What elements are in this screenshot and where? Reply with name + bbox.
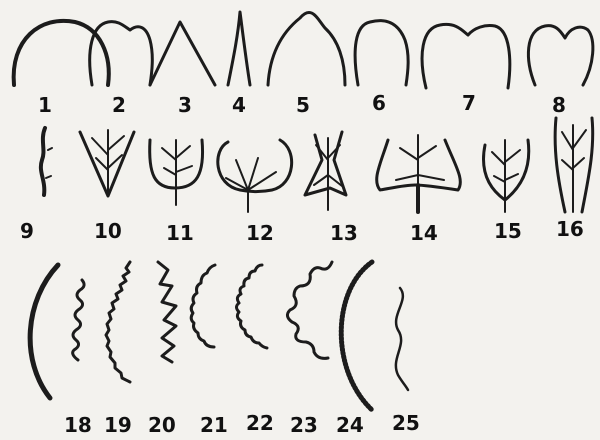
- margin-label-21: 21: [200, 413, 228, 437]
- base-shape-16: [555, 118, 593, 212]
- leaf-margins-row: [30, 262, 408, 410]
- margin-label-22: 22: [246, 411, 274, 435]
- leaf-bases-row: [41, 118, 593, 212]
- tip-shape-4: [228, 12, 250, 85]
- tip-shape-3: [150, 22, 215, 85]
- tip-shape-8: [528, 26, 592, 85]
- leaf-tips-row: [14, 12, 593, 88]
- margin-label-23: 23: [290, 413, 318, 437]
- tip-shape-6: [355, 21, 408, 85]
- base-label-13: 13: [330, 221, 358, 245]
- base-shape-15: [484, 140, 529, 212]
- base-shape-13: [305, 132, 346, 210]
- base-shape-11: [150, 140, 203, 205]
- margin-shape-17: [30, 265, 58, 398]
- tip-label-3: 3: [178, 93, 192, 117]
- margin-shape-23: [287, 262, 332, 358]
- margin-shape-18: [73, 280, 84, 360]
- margin-shape-19: [106, 262, 130, 382]
- tip-label-8: 8: [552, 93, 566, 117]
- margin-label-18: 18: [64, 413, 92, 437]
- base-label-15: 15: [494, 219, 522, 243]
- margin-shape-21: [191, 265, 215, 347]
- base-label-16: 16: [556, 217, 584, 241]
- tip-shape-5: [268, 12, 345, 85]
- tip-shape-2: [90, 22, 153, 85]
- margin-label-25: 25: [392, 411, 420, 435]
- tip-label-5: 5: [296, 93, 310, 117]
- margin-label-24: 24: [336, 413, 364, 437]
- leaf-margins-labels: 18 19 20 21 22 23 24 25: [64, 411, 420, 437]
- base-label-12: 12: [246, 221, 274, 245]
- base-shape-10: [80, 130, 134, 196]
- base-label-11: 11: [166, 221, 194, 245]
- base-shape-14: [377, 135, 461, 212]
- base-label-14: 14: [410, 221, 438, 245]
- tip-label-6: 6: [372, 91, 386, 115]
- margin-label-19: 19: [104, 413, 132, 437]
- tip-label-4: 4: [232, 93, 246, 117]
- tip-label-1: 1: [38, 93, 52, 117]
- margin-label-20: 20: [148, 413, 176, 437]
- base-shape-12: [218, 140, 292, 212]
- leaf-tips-labels: 1 2 3 4 5 6 7 8: [38, 91, 566, 117]
- base-label-10: 10: [94, 219, 122, 243]
- base-shape-9: [41, 128, 52, 195]
- base-label-9: 9: [20, 219, 34, 243]
- tip-label-7: 7: [462, 91, 476, 115]
- margin-shape-22: [237, 265, 268, 348]
- margin-shape-20: [158, 262, 176, 362]
- leaf-bases-labels: 9 10 11 12 13 14 15 16: [20, 217, 584, 245]
- margin-shape-24: [341, 262, 372, 410]
- margin-shape-25: [396, 288, 408, 390]
- tip-shape-7: [422, 24, 510, 88]
- tip-label-2: 2: [112, 93, 126, 117]
